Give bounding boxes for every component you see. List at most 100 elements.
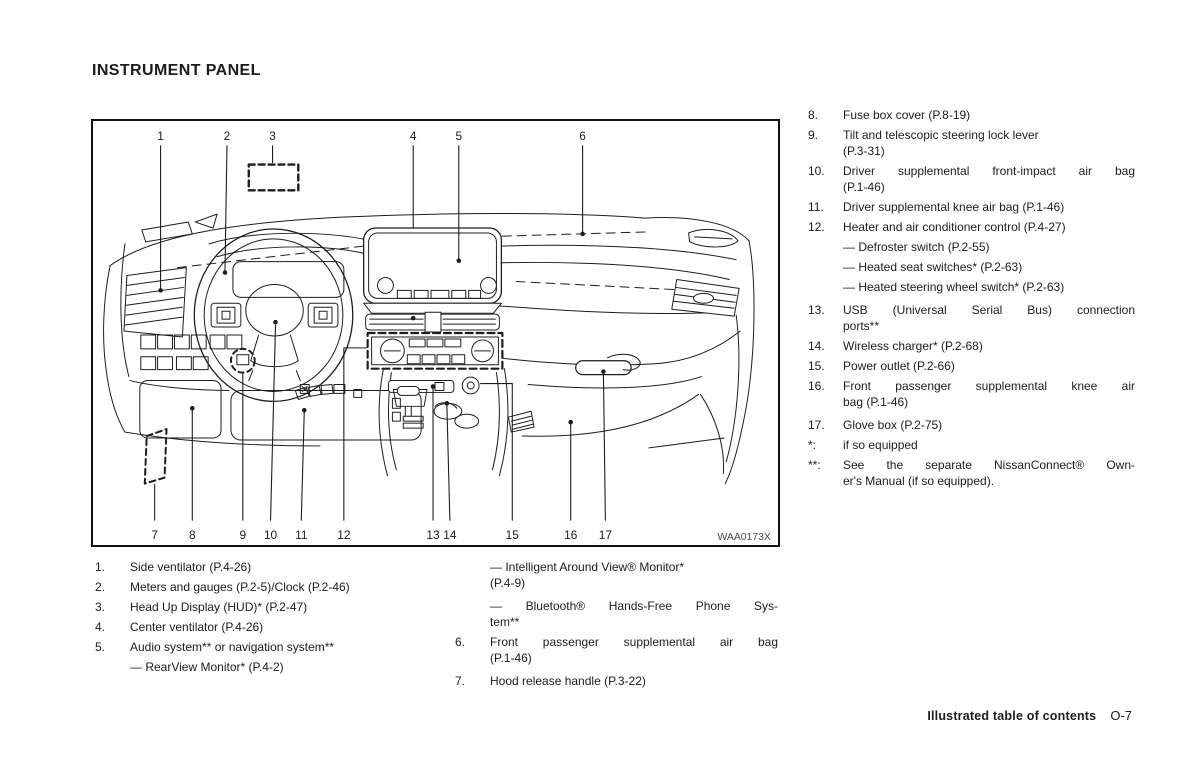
list-item-number: 8. [808,108,819,122]
shift-lever [392,386,428,429]
list-subitem: — Intelligent Around View® Monitor* [455,559,778,575]
switch-panel [140,334,243,371]
steering-wheel [193,228,354,402]
list-subitem: — Heated steering wheel switch* (P.2-63) [808,279,1135,295]
list-item-text: Side ventilator (P.4-26) [130,560,252,574]
footnote-text: er's Manual (if so equipped). [843,474,995,488]
list-item-number: 6. [455,635,466,649]
list-item-text: Head Up Display (HUD)* (P.2-47) [130,600,308,614]
callout-number: 1 [157,129,164,143]
list-item: 8. Fuse box cover (P.8-19) [808,107,1135,123]
list-item-text: Front passenger supplemental knee air [843,379,1135,393]
heater-control-dashed-box [366,331,504,370]
callout-number: 15 [506,528,520,542]
callout-number: 12 [337,528,350,542]
defroster-vent [141,213,218,243]
callout-number: 2 [224,129,231,143]
list-item: 5. Audio system** or navigation system** [95,639,440,655]
left-air-vent [123,267,187,338]
list-subitem: — Heated seat switches* (P.2-63) [808,259,1135,275]
list-item-text: Fuse box cover (P.8-19) [843,108,971,122]
list-item-text: Audio system** or navigation system** [130,640,335,654]
right-air-vent [671,279,740,317]
list-item-text: (P.3-31) [843,144,885,158]
list-item-text: bag (P.1-46) [843,395,909,409]
list-item-text: (P.1-46) [843,180,885,194]
glove-box-handle [575,353,641,376]
list-item-number: 10. [808,164,825,178]
list-item-number: 5. [95,640,106,654]
list-item-text: Glove box (P.2-75) [843,418,943,432]
list-item-number: 4. [95,620,106,634]
list-item-number: 12. [808,220,825,234]
list-item: 16. Front passenger supplemental knee air [808,378,1135,394]
list-item-text: ports** [843,319,880,333]
list-item: 1. Side ventilator (P.4-26) [95,559,440,575]
legend-right-column: 8. Fuse box cover (P.8-19) 9.Tilt and tel… [808,107,1135,489]
list-subitem: — Bluetooth® Hands-Free Phone Sys- [455,598,778,614]
list-item-number: 2. [95,580,106,594]
list-item: 15. Power outlet (P.2-66) [808,358,1135,374]
list-item: (P.1-46) [808,179,1135,195]
list-item-text: — Heated steering wheel switch* (P.2-63) [843,280,1065,294]
tilt-lever-dashed-circle [229,347,256,374]
footnote-marker: **: [808,458,821,472]
list-item-text: — Intelligent Around View® Monitor* [490,560,685,574]
instrument-cluster [208,232,381,298]
list-item: 12. Heater and air conditioner control (P… [808,219,1135,235]
list-item-text: Tilt and telescopic steering lock lever [843,128,1039,142]
legend-left-column: 1. Side ventilator (P.4-26) 2. Meters and … [95,559,440,675]
list-subitem: tem** [455,614,778,630]
callout-number: 14 [443,528,457,542]
page-title: INSTRUMENT PANEL [92,62,261,79]
list-item: ports** [808,318,1135,334]
list-item: bag (P.1-46) [808,394,1135,410]
list-item: 11.Driver supplemental knee air bag (P.1… [808,199,1135,215]
list-subitem: — Defroster switch (P.2-55) [808,239,1135,255]
list-subitem: (P.4-9) [455,575,778,591]
list-item-number: 15. [808,359,825,373]
list-item: 13. USB (Universal Serial Bus) connection [808,302,1135,318]
list-item-text: Front passenger supplemental air bag [490,635,778,649]
fuse-box-cover-panel [139,380,222,439]
list-item-text: Heater and air conditioner control (P.4-… [843,220,1066,234]
list-item-text: Wireless charger* (P.2-68) [843,339,983,353]
callout-number: 8 [189,528,196,542]
list-item-number: 13. [808,303,825,317]
footnote-marker: *: [808,438,817,452]
callout-number: 16 [564,528,578,542]
list-item: 7.Hood release handle (P.3-22) [455,673,778,689]
list-item-text: Hood release handle (P.3-22) [490,674,646,688]
power-outlet [461,376,480,395]
list-item-text: USB (Universal Serial Bus) connection [843,303,1135,317]
callout-number: 3 [269,129,276,143]
list-item: 10. Driver supplemental front-impact air … [808,163,1135,179]
lower-button-row [294,384,346,400]
list-item-number: 1. [95,560,106,574]
callout-number: 13 [426,528,440,542]
footnote-text: if so equipped [843,438,918,452]
list-item: (P.1-46) [455,650,778,666]
list-item: 14.Wireless charger* (P.2-68) [808,338,1135,354]
hood-release-dashed-box [143,428,168,485]
callout-number: 10 [264,528,278,542]
list-item-text: Meters and gauges (P.2-5)/Clock (P.2-46) [130,580,350,594]
list-item-text: Driver supplemental front-impact air bag [843,164,1135,178]
list-item: 6. Front passenger supplemental air bag [455,634,778,650]
list-item-text: Power outlet (P.2-66) [843,359,955,373]
list-item: 3.Head Up Display (HUD)* (P.2-47) [95,599,440,615]
list-item-text: (P.1-46) [490,651,532,665]
list-item-text: — Bluetooth® Hands-Free Phone Sys- [490,599,778,613]
list-item-number: 16. [808,379,825,393]
list-item: 9.Tilt and telescopic steering lock leve… [808,127,1135,143]
list-item: 17.Glove box (P.2-75) [808,417,1135,433]
right-tweeter-vent [688,229,739,248]
list-subitem: — RearView Monitor* (P.4-2) [95,659,440,675]
list-item-text: Driver supplemental knee air bag (P.1-46… [843,200,1065,214]
list-item-text: — Defroster switch (P.2-55) [843,240,990,254]
figure-code: WAA0173X [718,532,771,543]
list-item-text: — RearView Monitor* (P.4-2) [130,660,284,674]
footer-page-number: O-7 [1110,708,1132,723]
callout-number: 7 [151,528,158,542]
